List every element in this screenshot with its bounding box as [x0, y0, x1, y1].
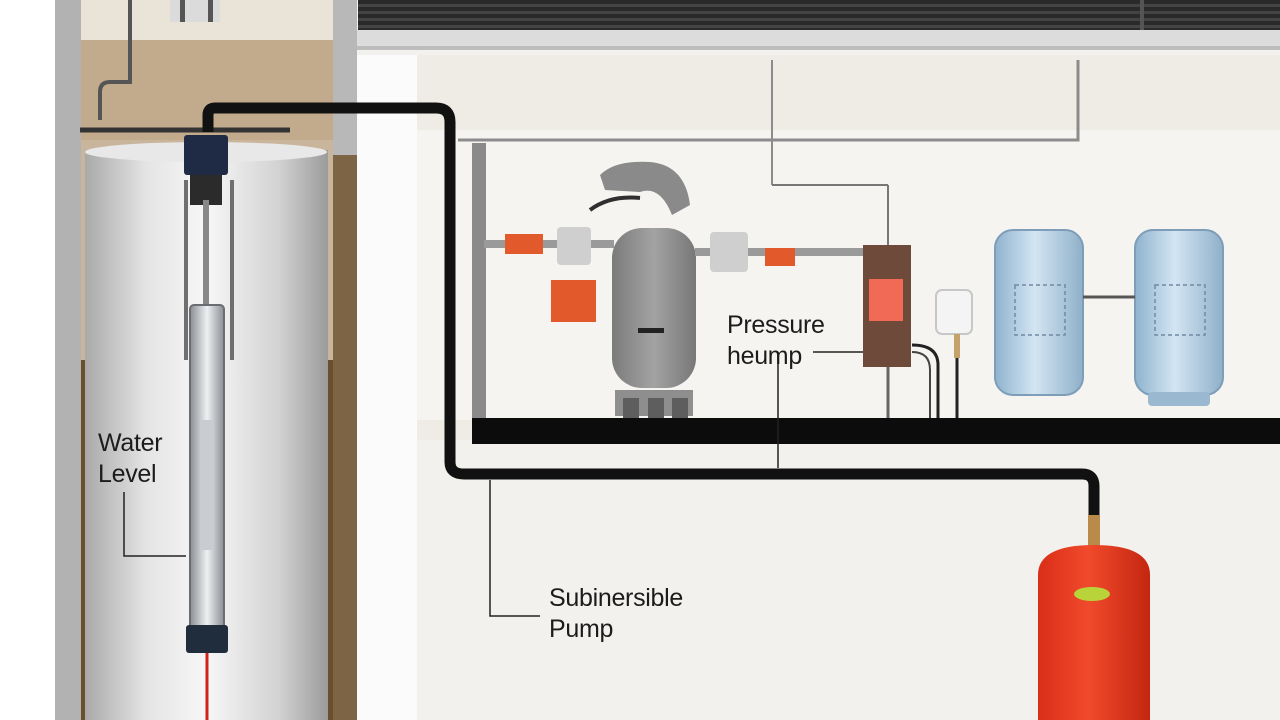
- floor-beam: [472, 418, 1280, 444]
- control-box-icon: [863, 245, 911, 418]
- submersible-leader: [489, 480, 540, 617]
- water-level-line2: Level: [98, 460, 157, 488]
- water-level-label: Water Level: [98, 428, 163, 490]
- valve-icon: [505, 234, 543, 254]
- switch-icon: [935, 289, 973, 418]
- water-level-line1: Water: [98, 429, 163, 457]
- gauge-icon: [1074, 587, 1110, 601]
- storage-tank-icon: [994, 229, 1224, 406]
- submersible-line1: Subinersible: [549, 584, 683, 612]
- pressure-line2: heump: [727, 342, 802, 370]
- pressure-tank-icon: [1038, 515, 1150, 720]
- water-level-leader: [123, 492, 186, 557]
- submersible-label: Subinersible Pump: [549, 583, 683, 645]
- compressor-icon: [588, 161, 696, 418]
- ceiling-vent: [355, 0, 1280, 50]
- pressure-label: Pressure heump: [727, 310, 825, 372]
- submersible-pump-icon: [184, 135, 234, 720]
- submersible-line2: Pump: [549, 615, 614, 643]
- valve-icon: [765, 248, 795, 266]
- motor-box: [551, 280, 596, 322]
- supply-pipe: [202, 102, 1100, 525]
- pressure-line1: Pressure: [727, 311, 825, 339]
